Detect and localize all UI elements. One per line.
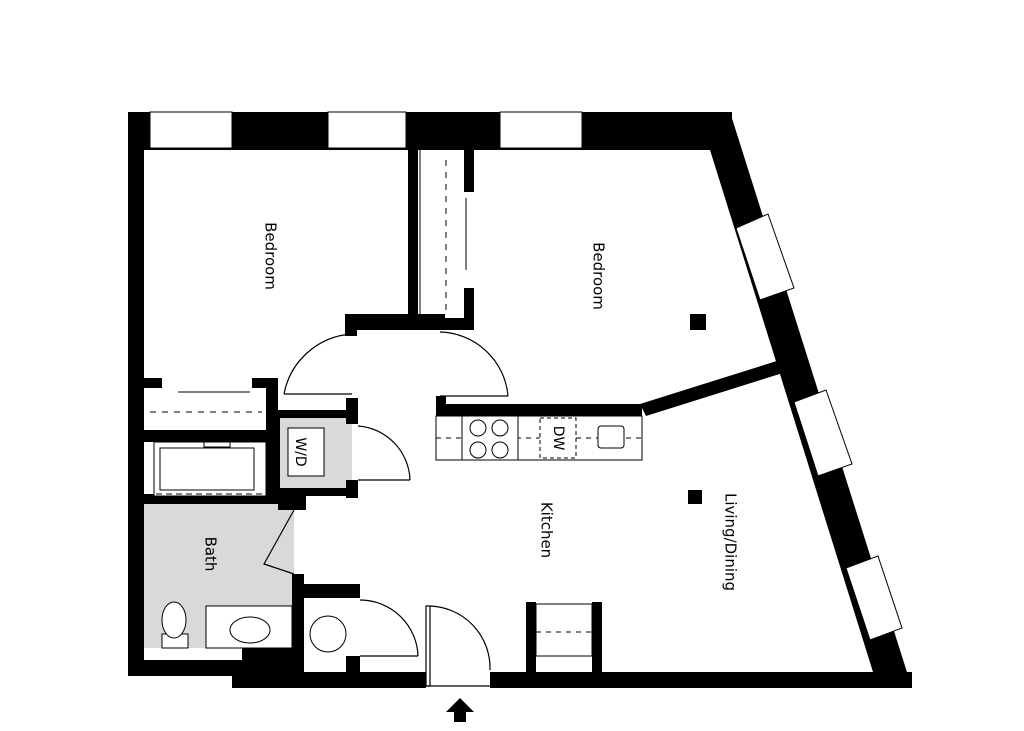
tub-faucet — [203, 441, 231, 448]
wall-hall-top-left — [345, 314, 445, 330]
wall-hall-top-notch — [345, 314, 357, 336]
door-bath — [263, 509, 295, 575]
window-top-1 — [149, 111, 233, 149]
bath-fixtures — [153, 441, 293, 649]
window-diagonal-1 — [735, 213, 795, 301]
bathtub-inner — [159, 447, 255, 491]
refrigerator — [535, 603, 593, 657]
pantry — [535, 603, 593, 657]
wall-entry-closet-right — [346, 656, 360, 676]
window-diagonal-3 — [845, 555, 903, 641]
wall-pantry-right — [592, 602, 602, 672]
laundry: W/D — [287, 427, 325, 477]
room-label-kitchen: Kitchen — [538, 502, 556, 558]
door-entry-leaf — [425, 605, 431, 687]
toilet-bowl — [161, 601, 187, 639]
wall-entry-closet-top — [304, 584, 360, 598]
closets — [150, 150, 467, 413]
wall-bath-right — [292, 574, 304, 676]
wall-closet-bottom — [142, 430, 278, 442]
wall-bottom-right — [490, 672, 912, 688]
wall-pantry-left — [526, 602, 536, 672]
column-living — [688, 490, 702, 504]
wall-bath-lower — [242, 648, 304, 660]
wall-bath-top — [142, 494, 294, 504]
sink — [229, 616, 271, 644]
wall-closet-right — [464, 148, 474, 192]
wall-bedroom-divider — [408, 148, 418, 318]
door-laundry — [357, 425, 411, 481]
washer-dryer-label: W/D — [292, 437, 308, 466]
wall-closet-left-top — [142, 378, 162, 388]
windows — [149, 111, 903, 641]
dishwasher — [539, 417, 577, 459]
burner-1 — [469, 419, 487, 437]
wall-left — [128, 112, 144, 676]
dishwasher-label: DW — [550, 426, 566, 451]
door-entry-closet — [359, 599, 419, 657]
burner-4 — [491, 441, 509, 459]
wall-closet-left-top2 — [252, 378, 278, 388]
doors — [263, 331, 509, 687]
wall-laundry-right-top — [346, 398, 358, 424]
burner-2 — [491, 419, 509, 437]
wall-hall-top-right — [440, 318, 474, 330]
entry-arrow-icon — [446, 698, 474, 722]
window-diagonal-2 — [793, 389, 853, 477]
washer-dryer-box — [287, 427, 325, 477]
wall-laundry-bottom-left — [278, 496, 306, 510]
wall-laundry-bottom — [272, 488, 358, 496]
room-labels: Bedroom Bedroom Bath Kitchen Living/Dini… — [202, 222, 740, 591]
room-label-bedroom-right: Bedroom — [590, 242, 608, 310]
door-bedroom-right — [439, 331, 509, 397]
wall-kitchen-notch — [436, 396, 446, 416]
water-heater — [309, 615, 347, 653]
wall-laundry-right-bottom — [346, 480, 358, 498]
window-top-3 — [499, 111, 583, 149]
room-label-living-dining: Living/Dining — [722, 493, 740, 591]
window-top-2 — [327, 111, 407, 149]
door-bedroom-left — [283, 333, 353, 395]
room-label-bath: Bath — [202, 537, 220, 572]
room-label-bedroom-left: Bedroom — [262, 222, 280, 290]
kitchen-sink — [597, 425, 625, 449]
wall-kitchen-top — [436, 404, 642, 416]
burner-3 — [469, 441, 487, 459]
wall-closet-right-low — [464, 288, 474, 330]
wall-living-divider — [640, 360, 786, 416]
wall-laundry-top — [272, 410, 358, 418]
door-entry — [427, 605, 491, 671]
wall-laundry-left — [272, 410, 280, 498]
wall-bottom — [232, 672, 426, 688]
kitchen-counter: DW — [435, 415, 643, 461]
column-bedroom — [690, 314, 706, 330]
